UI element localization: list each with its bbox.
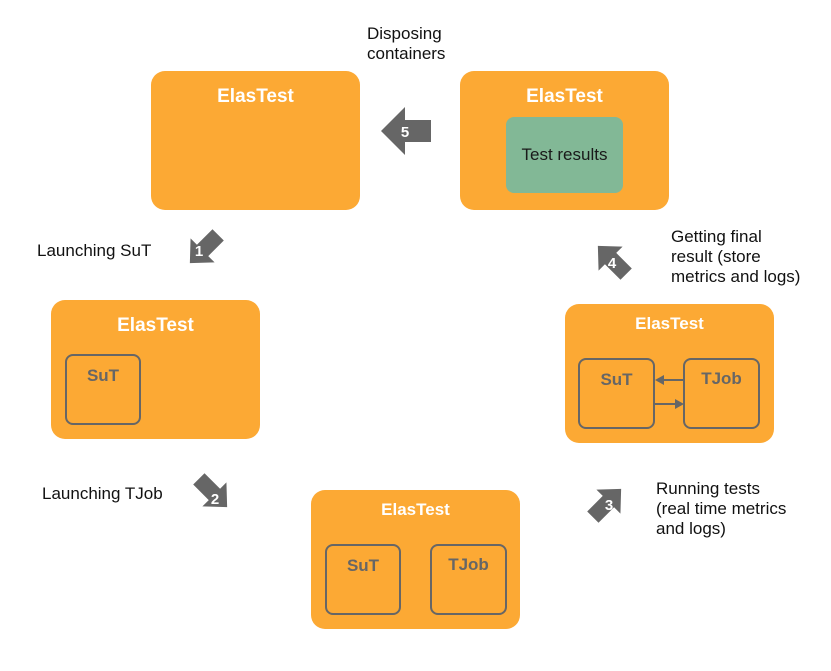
box-title: ElasTest: [526, 86, 603, 107]
caption-line: Disposing: [367, 24, 442, 43]
step-1-arrow: 1: [179, 226, 229, 272]
tjob-container: TJob: [683, 358, 760, 429]
block-arrow-icon: [381, 107, 431, 155]
caption-line: Running tests: [656, 479, 760, 498]
block-arrow-icon: [189, 229, 224, 264]
block-arrow-icon: [597, 245, 632, 280]
caption-line: Getting final: [671, 227, 762, 246]
block-arrow-icon: [587, 488, 622, 523]
step-number: 4: [607, 254, 617, 272]
tjob-container: TJob: [430, 544, 507, 615]
sut-label: SuT: [86, 366, 120, 385]
elastest-box-tjob: ElasTest SuT TJob: [311, 490, 520, 629]
sut-label: SuT: [346, 556, 380, 575]
box-title: ElasTest: [381, 500, 450, 519]
step-3-arrow: 3: [582, 480, 632, 526]
sut-container: SuT: [325, 544, 401, 615]
step-3-caption: Running tests (real time metrics and log…: [656, 479, 786, 539]
caption-line: result (store: [671, 247, 761, 266]
step-number: 5: [400, 123, 410, 141]
caption-line: Launching TJob: [42, 484, 163, 503]
elastest-box-disposed: ElasTest: [151, 71, 360, 210]
caption-line: metrics and logs): [671, 267, 801, 286]
elastest-box-running: ElasTest SuT TJob: [565, 304, 774, 443]
step-4-arrow: 4: [587, 237, 637, 283]
test-results-block: Test results: [506, 117, 623, 193]
caption-line: and logs): [656, 519, 726, 538]
thin-arrow-icon: [655, 399, 684, 409]
caption-line: (real time metrics: [656, 499, 787, 518]
caption-line: Launching SuT: [37, 241, 152, 260]
thin-arrow-icon: [655, 375, 683, 385]
elastest-box-sut: ElasTest SuT: [51, 300, 260, 439]
box-title: ElasTest: [635, 314, 704, 333]
sut-container: SuT: [65, 354, 141, 425]
caption-line: containers: [367, 44, 446, 63]
sut-label: SuT: [600, 370, 633, 389]
step-4-caption: Getting final result (store metrics and …: [671, 227, 800, 287]
step-number: 3: [604, 496, 614, 514]
step-5-arrow: 5: [381, 106, 431, 156]
block-arrow-icon: [193, 473, 228, 508]
step-number: 1: [194, 242, 204, 260]
step-2-arrow: 2: [188, 470, 238, 516]
step-1-caption: Launching SuT: [37, 241, 151, 261]
tjob-label: TJob: [701, 369, 742, 388]
tjob-label: TJob: [448, 555, 489, 574]
step-5-caption: Disposing containers: [367, 24, 445, 64]
step-2-caption: Launching TJob: [42, 484, 163, 504]
box-title: ElasTest: [217, 86, 294, 107]
box-title: ElasTest: [117, 315, 194, 336]
step-number: 2: [210, 490, 220, 508]
elastest-box-results: ElasTest Test results: [460, 71, 669, 210]
sut-container: SuT: [578, 358, 655, 429]
